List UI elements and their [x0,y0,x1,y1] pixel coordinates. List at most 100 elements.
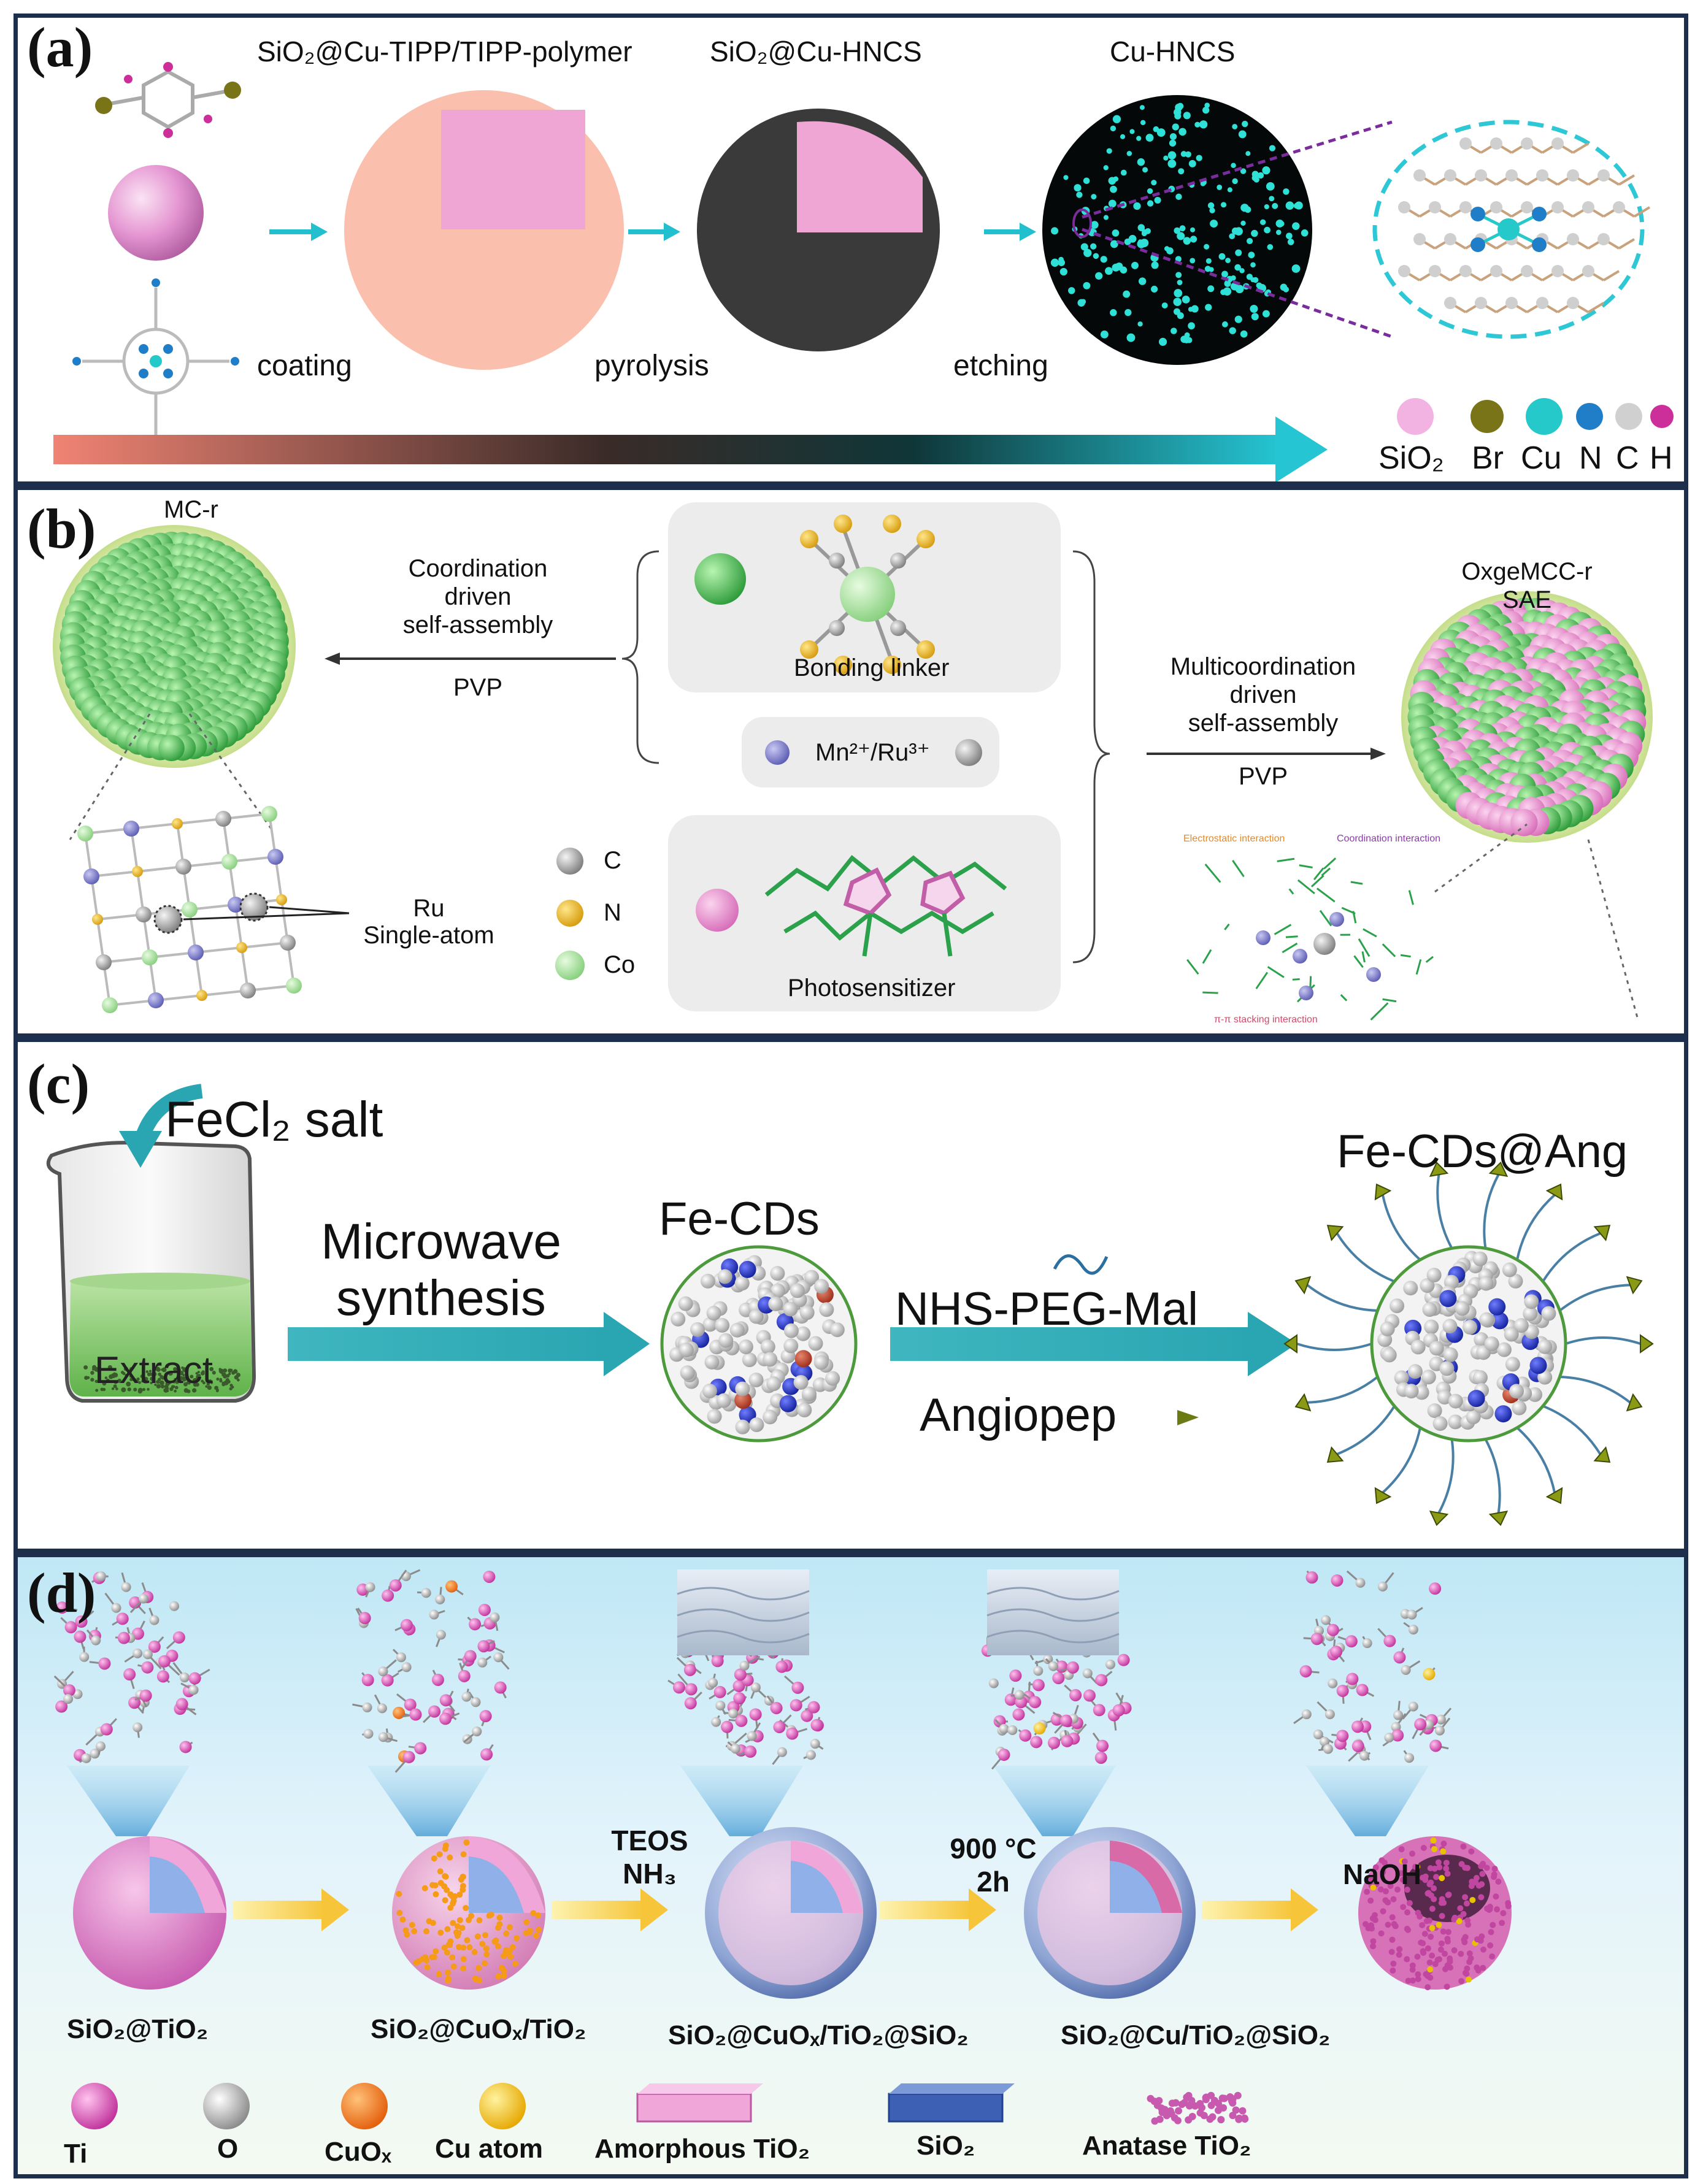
polymer-sphere-cutaway [441,110,585,229]
mn-ion [765,740,790,765]
inset-label-stacking: π-π stacking interaction [1214,1014,1318,1025]
stage-label-polymer: SiO₂@Cu-TIPP/TIPP-polymer [257,36,632,67]
inset-label-electrostatic: Electrostatic interaction [1183,833,1285,844]
panel-c-graphics [46,1084,1654,1527]
step-naoh: NaOH [1343,1858,1421,1890]
microwave-synthesis-label: Microwave synthesis [321,1214,561,1326]
fe-cds-ang-label: Fe-CDs@Ang [1337,1125,1628,1178]
product-sio2-cu-tio2-sio2: SiO₂@Cu/TiO₂@SiO₂ [1061,2020,1331,2050]
fecl2-salt-label: FeCl₂ salt [165,1092,383,1148]
panel-d-label: (d) [27,1561,96,1624]
mof-crystal-lattice [77,806,350,1013]
angiopep-ligands [1283,1161,1654,1527]
legend-label-co-b: Co [604,951,636,978]
oxgemcc-nanosphere [1407,597,1647,837]
cu-single-atom-dots [1050,102,1309,346]
step-label-pyrolysis: pyrolysis [594,350,709,382]
zoom-beams [67,1766,1429,1836]
conjugation-arrow [890,1327,1252,1361]
panel-b-label: (b) [27,497,96,560]
legend-cuox: CuOₓ [325,2137,391,2167]
interaction-network [1186,857,1434,1021]
fe-cds-label: Fe-CDs [659,1193,820,1245]
legend-cu-atom: Cu atom [435,2134,543,2164]
sphere-sio2-cu-tio2-sio2 [1024,1827,1196,1999]
sphere-sio2-cuox-tio2-sio2 [705,1827,877,1999]
sphere-sio2-cuox-tio2 [392,1836,545,1990]
legend-o: O [217,2134,239,2164]
metal-ions-box [742,717,999,787]
right-arrow-text: Multicoordination driven self-assembly [1170,653,1356,737]
stage-label-sio2-cu-hncs: SiO₂@Cu-HNCS [710,36,922,67]
right-arrow-pvp: PVP [1239,763,1288,790]
panel-a-label: (a) [27,16,93,79]
photosensitizer-molecule [764,855,1007,957]
panel-a: (a) SiO₂@Cu-TIPP/TIPP-polymer SiO₂@Cu-HN… [13,13,1688,486]
process-arrows [269,223,1036,241]
tipp-molecule [72,278,239,445]
panel-a-graphics [53,62,1674,481]
microwave-arrow [288,1327,607,1361]
extract-liquid [69,1281,252,1397]
legend-label-n: N [1579,440,1602,476]
metal-ions-label: Mn²⁺/Ru³⁺ [815,739,930,766]
mc-r-title: MC-r [164,496,218,523]
hncs-sphere-cutaway [797,121,923,232]
legend-label-cu: Cu [1521,440,1562,476]
legend-anatase-tio2: Anatase TiO₂ [1082,2131,1251,2161]
fe-cds-ang-atoms [1377,1251,1557,1431]
left-arrow-pvp: PVP [453,674,503,701]
photosensitizer-pink-ball [696,889,739,932]
peg-icon [1053,1254,1109,1275]
legend-ti: Ti [64,2139,88,2169]
angiopep-label: Angiopep [920,1389,1117,1441]
panel-c-label: (c) [27,1052,90,1115]
step-teos-nh3: TEOS NH₃ [611,1825,688,1890]
ru-single-atom-label: Ru Single-atom [363,895,494,949]
stage-label-cu-hncs: Cu-HNCS [1110,36,1236,67]
step-label-coating: coating [257,350,352,382]
panel-a-legend [1397,398,1674,435]
mc-r-nanosphere [59,531,289,762]
bonding-linker-label: Bonding linker [794,654,950,681]
extract-label: Extract [94,1349,213,1392]
legend-label-br: Br [1472,440,1504,476]
sediment-particles [83,1365,241,1394]
panel-b: (b) MC-r OxgeMCC-r SAE Coordination driv… [13,486,1688,1038]
progress-arrow [53,435,1280,464]
legend-n-ball [556,900,583,927]
legend-label-n-b: N [604,899,621,926]
left-arrow-text: Coordination driven self-assembly [402,555,553,638]
panel-d-legend [71,2083,1249,2129]
silica-layers [677,1569,1120,1655]
legend-c-ball [556,848,583,875]
sio2-sphere [108,165,204,261]
fe-cds-atoms [669,1255,845,1435]
product-sio2-cuox-tio2: SiO₂@CuOₓ/TiO₂ [371,2014,586,2044]
legend-label-h: H [1650,440,1673,476]
angiopep-icon [1177,1410,1199,1425]
sphere-anatase-hollow [1358,1836,1512,1991]
photosensitizer-label: Photosensitizer [788,975,956,1002]
legend-label-c: C [1616,440,1639,476]
panel-c: (c) FeCl₂ salt Extract Microwave synthes… [13,1038,1688,1553]
product-sio2-tio2: SiO₂@TiO₂ [67,2014,209,2044]
graphene-lattice [1398,137,1651,313]
nhs-peg-mal-label: NHS-PEG-Mal [895,1283,1199,1335]
linker-green-ball [694,553,746,605]
panel-d: (d) TEOS NH₃ 900 °C 2h NaOH SiO₂@TiO₂ Si… [13,1553,1688,2178]
legend-label-c-b: C [604,847,621,874]
ru-ion [955,739,982,766]
linker-molecule [800,515,935,674]
legend-amorphous-tio2: Amorphous TiO₂ [594,2134,810,2164]
product-sio2-cuox-tio2-sio2: SiO₂@CuOₓ/TiO₂@SiO₂ [668,2020,969,2050]
process-arrows-d [233,1888,1318,1931]
inset-label-coordination: Coordination interaction [1337,833,1440,844]
photosensitizer-box [668,815,1061,1011]
sphere-sio2-tio2 [73,1836,226,1990]
legend-label-sio2: SiO₂ [1378,440,1444,476]
legend-sio2: SiO₂ [917,2131,975,2161]
legend-co-ball [555,951,585,980]
step-900c-2h: 900 °C 2h [950,1833,1037,1898]
panel-d-graphics [53,1569,1512,2129]
